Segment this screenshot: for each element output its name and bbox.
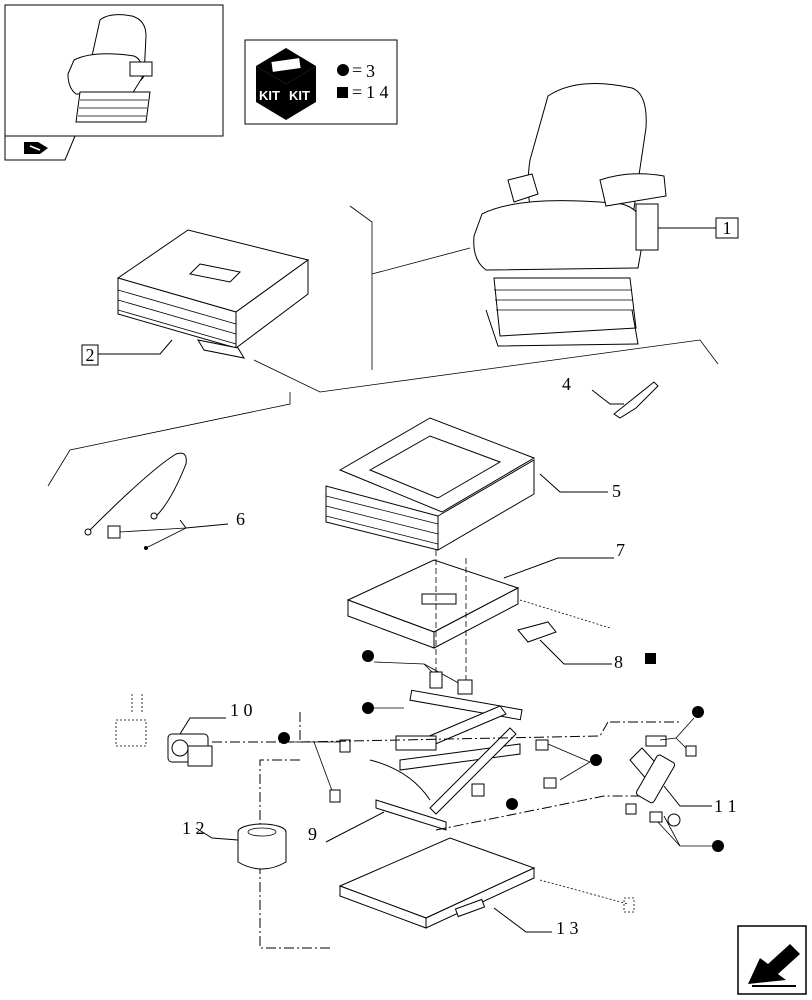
bellows-part-12[interactable] — [325, 417, 536, 551]
latch-part-13[interactable] — [517, 621, 557, 643]
plate-part-4[interactable] — [346, 559, 520, 649]
kit-text-left: KIT — [259, 88, 280, 103]
shock-part-9[interactable] — [625, 735, 676, 815]
callout-6: 1 0 — [230, 700, 253, 720]
scissor-part-5[interactable] — [369, 689, 523, 831]
square-qty: 1 4 — [366, 82, 389, 102]
roller-part-7[interactable] — [237, 823, 287, 870]
callout-9: 1 1 — [714, 796, 737, 816]
motor-part-6[interactable] — [167, 733, 213, 767]
callout-13: 8 — [614, 652, 623, 672]
circle-equals: = — [352, 60, 362, 80]
kit-text-right: KIT — [289, 88, 310, 103]
callout-2: 2 — [86, 345, 95, 365]
circle-qty: 3 — [366, 61, 375, 81]
callout-8: 1 3 — [556, 918, 579, 938]
kit-badge-icon: KIT KIT — [256, 48, 316, 120]
book-nav-icon[interactable] — [4, 135, 76, 161]
suspension-base[interactable] — [116, 229, 310, 359]
next-page-arrow-icon[interactable] — [737, 925, 807, 995]
clip-part-11[interactable] — [613, 381, 659, 419]
cable-part-10[interactable] — [84, 452, 187, 550]
callout-4: 7 — [616, 540, 625, 560]
callout-12: 5 — [612, 481, 621, 501]
callout-7: 1 2 — [182, 818, 205, 838]
square-equals: = — [352, 82, 362, 102]
callout-11: 4 — [562, 374, 571, 394]
seat-assembly[interactable] — [473, 83, 667, 347]
lower-frame-part-8[interactable] — [338, 837, 536, 929]
callout-5: 9 — [308, 824, 317, 844]
callout-1: 1 — [723, 218, 732, 238]
callout-10: 6 — [236, 509, 245, 529]
kit-legend: KIT KIT = 3 = 1 4 — [244, 39, 398, 125]
filled-circle-marker — [337, 64, 349, 76]
filled-square-marker — [337, 87, 348, 98]
ghost-screws — [115, 694, 147, 747]
seat-thumbnail[interactable] — [4, 4, 224, 137]
